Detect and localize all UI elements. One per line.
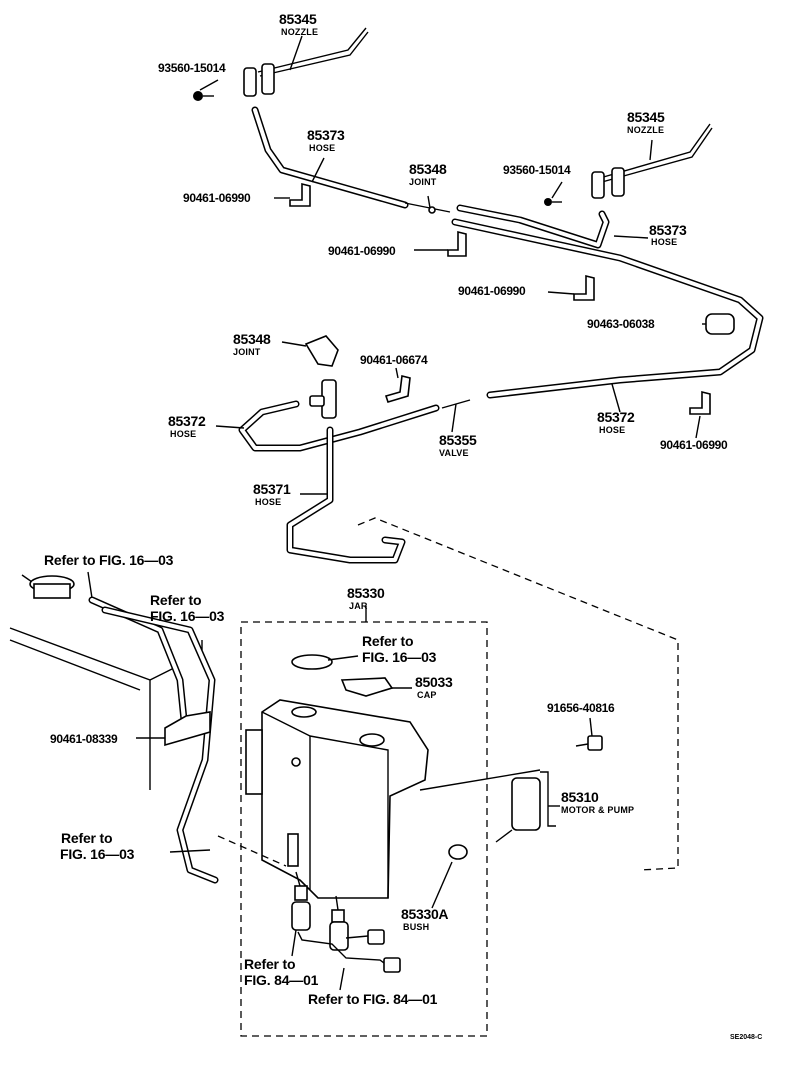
label-refer-c-line1: Refer to [362,633,414,649]
nozzle-left [243,27,369,97]
label-hose-85371-caption: HOSE [255,497,282,507]
label-hose-85373-left-number: 85373 [307,127,345,143]
label-screw-right: 93560-15014 [503,163,571,177]
clamp-1 [289,182,311,207]
label-refer-b-line1: Refer to [150,592,202,608]
label-refer-d-line1: Refer to [61,830,113,846]
dashed-leader-motor [357,517,679,871]
label-nozzle-right-caption: NOZZLE [627,125,665,135]
label-cap-caption: CAP [417,690,437,700]
label-refer-c-line2: FIG. 16—03 [362,649,437,665]
label-hose-85373-right-number: 85373 [649,222,687,238]
clamp-2 [447,230,467,257]
label-clamp-3: 90461-06990 [458,284,526,298]
label-clamp-4: 90461-06990 [660,438,728,452]
clamp-08339 [164,711,211,747]
hose-85371 [286,426,406,564]
label-hose-85372-left-caption: HOSE [170,429,197,439]
label-clamp-1: 90461-06990 [183,191,251,205]
label-hose-85372-right-caption: HOSE [599,425,626,435]
label-joint-mid-caption: JOINT [233,347,261,357]
label-refer-e-line2: FIG. 84—01 [244,972,319,988]
leader-lines [87,35,706,991]
label-cap-number: 85033 [415,674,453,690]
label-joint-top-caption: JOINT [409,177,437,187]
label-hose-85372-right-number: 85372 [597,409,635,425]
level-sensor [291,885,401,973]
label-refer-b-line2: FIG. 16—03 [150,608,225,624]
label-clip-06038: 90463-06038 [587,317,655,331]
label-jar-caption: JAR [349,601,368,611]
label-hose-85373-left-caption: HOSE [309,143,336,153]
clip-06038 [705,313,735,335]
label-motor-caption: MOTOR & PUMP [561,805,635,815]
label-clamp-08339: 90461-08339 [50,732,118,746]
label-nozzle-right-number: 85345 [627,109,665,125]
label-nozzle-left-number: 85345 [279,11,317,27]
label-clamp-06674: 90461-06674 [360,353,428,367]
label-joint-mid-number: 85348 [233,331,271,347]
screw-right [544,198,562,206]
joint-mid [304,335,339,419]
dashed-leader-left [217,835,287,867]
label-refer-d-line2: FIG. 16—03 [60,846,135,862]
label-jar-number: 85330 [347,585,385,601]
label-valve-caption: VALVE [439,448,469,458]
label-valve-number: 85355 [439,432,477,448]
label-screw-left: 93560-15014 [158,61,226,75]
footer-diagram-code: SE2048-C [730,1034,763,1041]
clamp-4 [689,390,711,415]
label-clamp-2: 90461-06990 [328,244,396,258]
hose-85372-left [238,400,440,452]
screw-left [193,91,214,101]
jar-assembly-box [240,621,488,1037]
jar-85330 [245,699,541,899]
hose-85373-right [456,204,610,249]
hose-left-down [88,596,219,884]
label-bolt: 91656-40816 [547,701,615,715]
cap-85033 [291,654,394,697]
label-hose-85373-right-caption: HOSE [651,237,678,247]
clamp-06674 [384,375,411,403]
label-hose-85372-left-number: 85372 [168,413,206,429]
label-motor-number: 85310 [561,789,599,805]
clamp-3 [573,274,595,301]
hose-85373-left [251,106,409,209]
label-bush-number: 85330A [401,906,449,922]
label-hose-85371-number: 85371 [253,481,291,497]
label-refer-a: Refer to FIG. 16—03 [44,552,174,568]
hose-main-right [451,218,764,399]
label-bush-caption: BUSH [403,922,430,932]
label-refer-f: Refer to FIG. 84—01 [308,991,438,1007]
label-joint-top-number: 85348 [409,161,447,177]
motor-pump-85310 [495,735,603,843]
bush-85330A [448,844,468,860]
label-nozzle-left-caption: NOZZLE [281,27,319,37]
label-refer-e-line1: Refer to [244,956,296,972]
nozzle-right [591,123,713,199]
joint-top [404,202,451,214]
